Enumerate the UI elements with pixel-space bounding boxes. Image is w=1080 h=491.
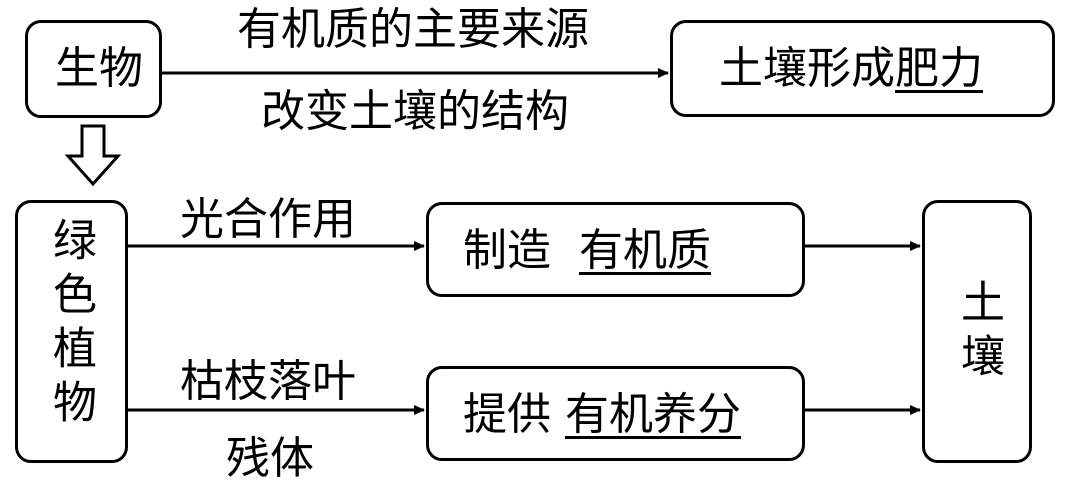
make-label: 制造 有机质 [463,229,711,273]
soil-label: 土壤 [953,279,1004,387]
soil-fertility-underlined: 肥力 [895,43,983,94]
make-box: 制造 有机质 [426,202,805,297]
edge-label-top-above: 有机质的主要来源 [237,4,589,55]
provide-label: 提供 有机养分 [463,393,741,437]
organism-label: 生物 [55,43,143,94]
make-underlined: 有机质 [578,225,711,276]
edge-label-litter-line1: 枯枝落叶 [180,356,356,407]
provide-underlined: 有机养分 [565,389,741,440]
provide-box: 提供 有机养分 [426,366,805,461]
soil-fertility-box: 土壤形成肥力 [670,20,1055,117]
make-prefix: 制造 [463,225,551,276]
provide-prefix: 提供 [463,389,551,440]
edge-label-litter-line2: 残体 [226,433,314,484]
soil-fertility-label: 土壤形成肥力 [719,47,983,91]
hollow-down-arrow-icon [64,124,122,187]
soil-box: 土壤 [922,200,1032,463]
edge-label-photosynthesis: 光合作用 [180,194,356,245]
soil-fertility-prefix: 土壤形成 [719,43,895,94]
edge-label-top-below: 改变土壤的结构 [261,86,569,137]
organism-box: 生物 [25,20,162,118]
green-plants-box: 绿色植物 [15,200,128,463]
green-plants-label: 绿色植物 [45,217,96,433]
